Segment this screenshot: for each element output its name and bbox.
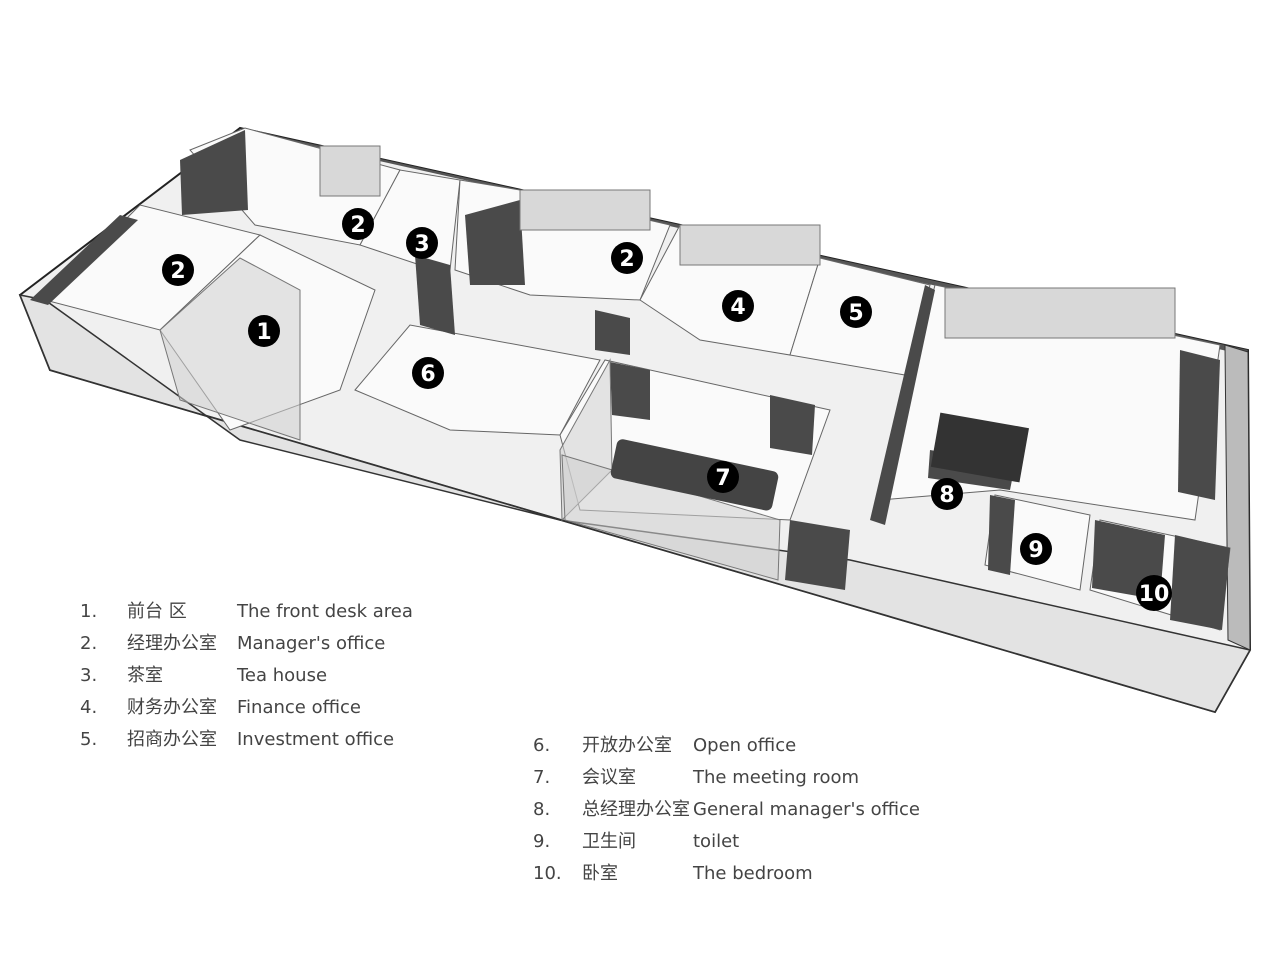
legend-english-label: Investment office <box>237 729 395 750</box>
legend-number: 4. <box>80 697 98 718</box>
svg-text:1: 1 <box>256 320 271 345</box>
legend-chinese-label: 茶室 <box>127 665 163 686</box>
svg-text:3: 3 <box>414 232 429 257</box>
svg-text:6: 6 <box>420 362 435 387</box>
room-marker: 2 <box>611 242 643 274</box>
room-marker: 5 <box>840 296 872 328</box>
legend-item: 5. 招商办公室 Investment office <box>80 724 413 756</box>
right-exterior-wall <box>1224 344 1251 651</box>
legend-item: 6. 开放办公室 Open office <box>533 730 920 762</box>
legend-left: 1. 前台 区 The front desk area 2. 经理办公室 Man… <box>80 596 413 756</box>
svg-text:2: 2 <box>170 259 185 284</box>
room-marker: 2 <box>342 208 374 240</box>
legend-chinese-label: 会议室 <box>582 767 636 788</box>
gm-desk <box>930 412 1030 483</box>
legend-item: 10. 卧室 The bedroom <box>533 858 920 890</box>
legend-english-label: General manager's office <box>693 799 920 820</box>
room-marker: 2 <box>162 254 194 286</box>
legend-number: 2. <box>80 633 98 654</box>
legend-chinese-label: 卫生间 <box>582 831 636 852</box>
legend-number: 6. <box>533 735 551 756</box>
legend-chinese-label: 卧室 <box>582 863 618 884</box>
room-markers: 1 2 2 2 3 4 5 6 7 8 9 10 <box>162 208 1172 611</box>
legend-chinese-label: 前台 区 <box>127 601 187 622</box>
svg-text:2: 2 <box>619 247 634 272</box>
legend-english-label: Manager's office <box>237 633 386 654</box>
svg-text:8: 8 <box>939 483 954 508</box>
svg-text:7: 7 <box>715 466 730 491</box>
svg-text:5: 5 <box>848 301 863 326</box>
legend-english-label: Finance office <box>237 697 361 718</box>
svg-text:2: 2 <box>350 213 365 238</box>
room-marker: 9 <box>1020 533 1052 565</box>
legend-chinese-label: 开放办公室 <box>582 735 672 756</box>
room-floor-6 <box>354 324 601 436</box>
back-windows <box>319 145 1176 339</box>
legend-english-label: Tea house <box>237 665 328 686</box>
legend-number: 10. <box>533 863 562 884</box>
legend-chinese-label: 财务办公室 <box>127 697 217 718</box>
svg-text:4: 4 <box>730 295 745 320</box>
legend-english-label: Open office <box>693 735 797 756</box>
legend-item: 8. 总经理办公室 General manager's office <box>533 794 920 826</box>
legend-chinese-label: 经理办公室 <box>127 633 217 654</box>
legend-english-label: toilet <box>693 831 740 852</box>
legend-item: 7. 会议室 The meeting room <box>533 762 920 794</box>
legend-english-label: The meeting room <box>693 767 860 788</box>
front-exterior-wall <box>18 293 1252 713</box>
legend-number: 5. <box>80 729 98 750</box>
legend-number: 7. <box>533 767 551 788</box>
glass-partitions <box>159 257 781 581</box>
room-marker: 1 <box>248 315 280 347</box>
legend-number: 1. <box>80 601 98 622</box>
room-marker: 3 <box>406 227 438 259</box>
svg-text:10: 10 <box>1139 582 1170 607</box>
legend-number: 8. <box>533 799 551 820</box>
legend-item: 1. 前台 区 The front desk area <box>80 596 413 628</box>
legend-number: 9. <box>533 831 551 852</box>
legend-item: 9. 卫生间 toilet <box>533 826 920 858</box>
room-marker: 8 <box>931 478 963 510</box>
meeting-table <box>610 439 779 511</box>
room-marker: 6 <box>412 357 444 389</box>
legend-english-label: The front desk area <box>237 601 413 622</box>
room-marker: 10 <box>1136 575 1172 611</box>
room-marker: 4 <box>722 290 754 322</box>
legend-chinese-label: 总经理办公室 <box>582 799 690 820</box>
legend-number: 3. <box>80 665 98 686</box>
svg-text:9: 9 <box>1028 538 1043 563</box>
legend-english-label: The bedroom <box>693 863 813 884</box>
legend-item: 3. 茶室 Tea house <box>80 660 413 692</box>
legend-item: 2. 经理办公室 Manager's office <box>80 628 413 660</box>
legend-item: 4. 财务办公室 Finance office <box>80 692 413 724</box>
room-marker: 7 <box>707 461 739 493</box>
legend-right: 6. 开放办公室 Open office 7. 会议室 The meeting … <box>533 730 920 890</box>
legend-chinese-label: 招商办公室 <box>127 729 217 750</box>
